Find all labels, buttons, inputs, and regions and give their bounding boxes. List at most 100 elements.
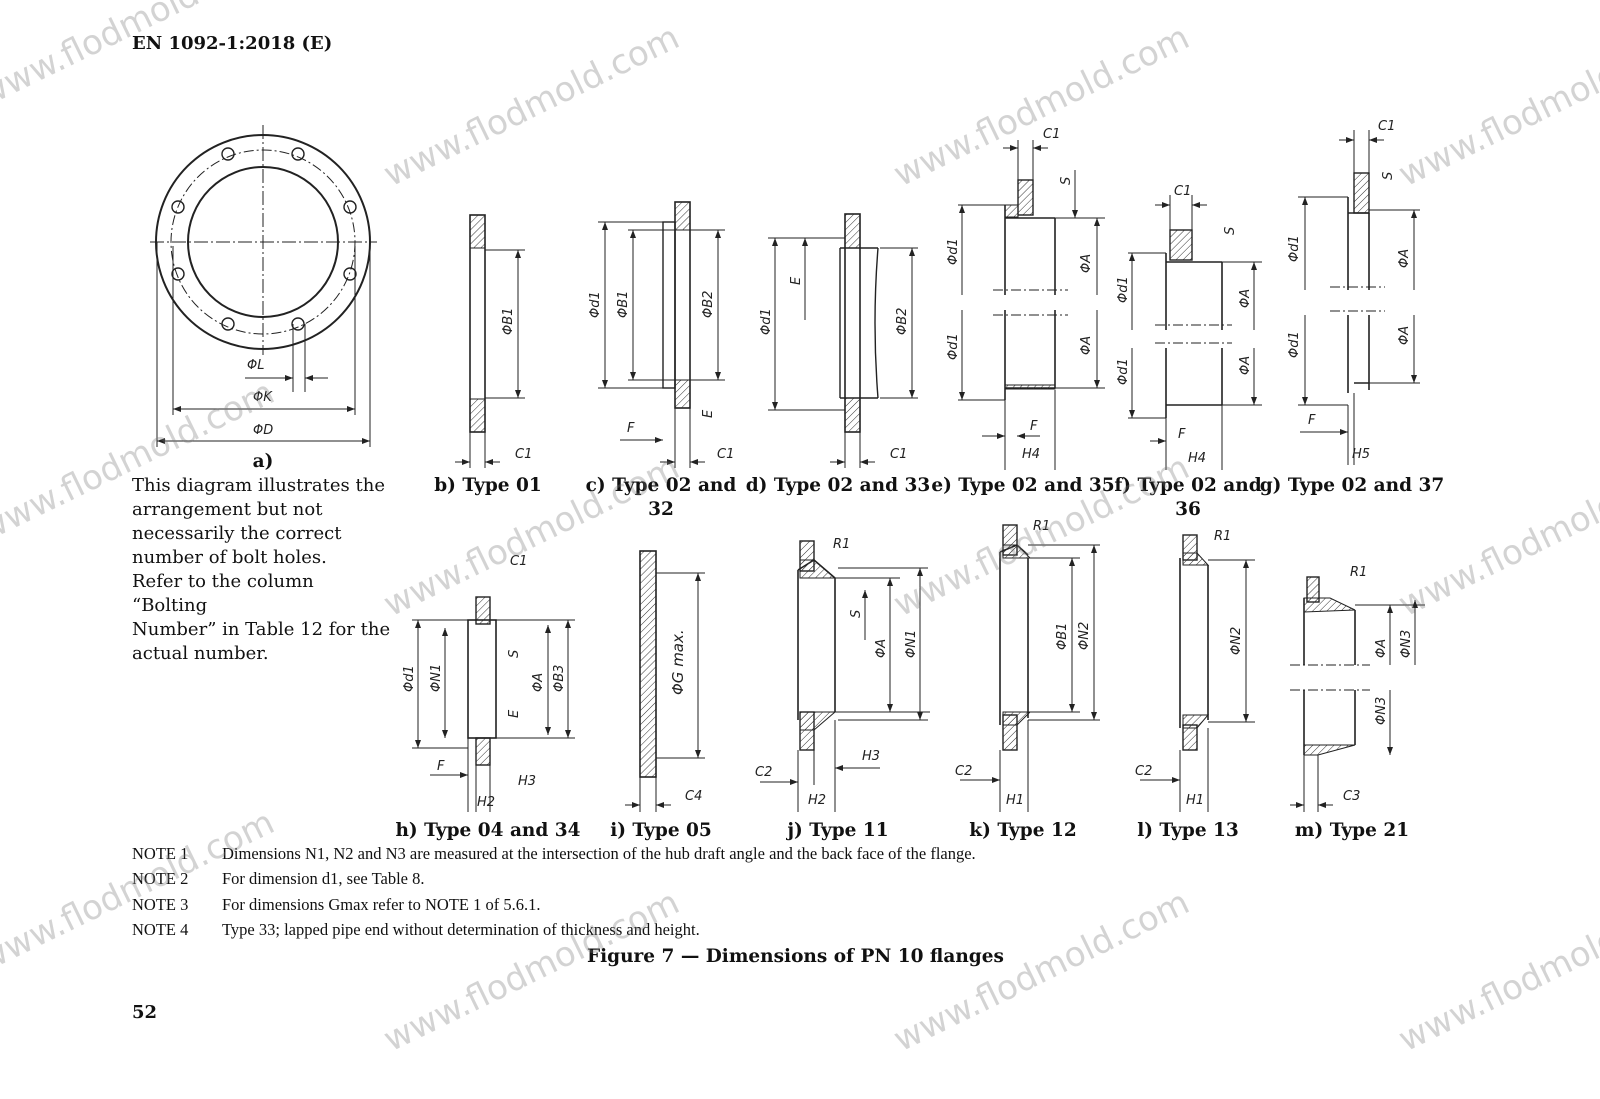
dim-label: ΦD — [253, 423, 273, 438]
dim-label: R1 — [1214, 529, 1231, 544]
caption-h: h) Type 04 and 34 — [395, 820, 581, 841]
note-line: number of bolt holes. — [132, 547, 327, 568]
note-text: For dimensions Gmax refer to NOTE 1 of 5… — [222, 895, 541, 914]
dim-label: ΦA — [1397, 249, 1412, 268]
caption-g: g) Type 02 and 37 — [1259, 475, 1445, 496]
dim-label: ΦA — [1397, 326, 1412, 345]
note-text: Type 33; lapped pipe end without determi… — [222, 920, 700, 939]
flange-section-e — [958, 140, 1105, 470]
dim-label: R1 — [1350, 565, 1367, 580]
dim-label: F — [627, 421, 635, 436]
caption-b: b) Type 01 — [434, 475, 542, 496]
dim-label: ΦN1 — [429, 664, 444, 692]
note-line: This diagram illustrates the — [132, 475, 385, 496]
dim-label: Φd1 — [1287, 331, 1302, 358]
flange-section-k — [960, 524, 1100, 812]
note-line: arrangement but not — [132, 499, 323, 520]
flange-section-m — [1290, 576, 1425, 812]
note-line: Number” in Table 12 for the — [132, 619, 391, 640]
dim-label: S — [849, 610, 864, 618]
dim-label: H1 — [1186, 793, 1204, 808]
note-2: NOTE 2 For dimension d1, see Table 8. — [132, 869, 424, 889]
dim-label: ΦN3 — [1374, 697, 1389, 725]
note-label: NOTE 2 — [132, 869, 189, 888]
dim-label: C4 — [685, 789, 702, 804]
page-number: 52 — [132, 1002, 158, 1023]
dim-label: R1 — [1033, 519, 1050, 534]
dim-label: Φd1 — [946, 333, 961, 360]
dim-label: ΦN3 — [1399, 630, 1414, 658]
dim-label: C1 — [510, 554, 527, 569]
dim-label: C2 — [1135, 764, 1152, 779]
figure-a-note: This diagram illustrates the arrangement… — [132, 474, 392, 666]
dim-label: Φd1 — [1287, 235, 1302, 262]
note-line: Refer to the column “Bolting — [132, 571, 314, 616]
dim-label: C1 — [515, 447, 532, 462]
dim-label: C1 — [1174, 184, 1191, 199]
dim-label: H3 — [862, 749, 880, 764]
dim-label: F — [437, 759, 445, 774]
dim-label: C1 — [890, 447, 907, 462]
dim-label: H4 — [1188, 451, 1206, 466]
caption-line: f) Type 02 and — [1114, 475, 1262, 496]
caption-i: i) Type 05 — [610, 820, 712, 841]
dim-label: C1 — [1378, 119, 1395, 134]
dim-label: ΦA — [531, 673, 546, 692]
flange-section-c — [598, 201, 725, 468]
flange-front-view-a — [150, 125, 377, 447]
caption-line: 32 — [648, 499, 674, 520]
dim-label: ΦA — [1079, 254, 1094, 273]
caption-l: l) Type 13 — [1137, 820, 1239, 841]
dim-label: ΦB2 — [895, 308, 910, 335]
flange-section-j — [760, 540, 930, 812]
dim-label: ΦN1 — [904, 630, 919, 658]
caption-d: d) Type 02 and 33 — [745, 475, 931, 496]
dim-label: ΦL — [247, 358, 264, 373]
dim-label: Φd1 — [1116, 276, 1131, 303]
dim-label: ΦB3 — [552, 665, 567, 692]
dim-label: ΦA — [874, 639, 889, 658]
flange-section-b — [455, 214, 525, 468]
dim-label: ΦN2 — [1229, 627, 1244, 655]
dim-label: ΦB1 — [1055, 623, 1070, 650]
dim-label: H1 — [1006, 793, 1024, 808]
flange-section-d — [768, 213, 918, 468]
figure-title: Figure 7 — Dimensions of PN 10 flanges — [587, 946, 1004, 967]
dim-label: E — [701, 409, 716, 418]
dim-label: F — [1308, 413, 1316, 428]
dim-label: C2 — [955, 764, 972, 779]
note-line: actual number. — [132, 643, 269, 664]
note-text: For dimension d1, see Table 8. — [222, 869, 425, 888]
note-label: NOTE 3 — [132, 895, 189, 914]
dim-label: Φd1 — [402, 665, 417, 692]
caption-line: 36 — [1175, 499, 1201, 520]
dim-label: ΦB2 — [701, 291, 716, 318]
dim-label: ΦB1 — [501, 308, 516, 335]
note-3: NOTE 3 For dimensions Gmax refer to NOTE … — [132, 895, 541, 915]
dim-label: ΦN2 — [1077, 622, 1092, 650]
dim-label: H4 — [1022, 447, 1040, 462]
caption-k: k) Type 12 — [969, 820, 1077, 841]
note-label: NOTE 4 — [132, 920, 189, 939]
caption-e: e) Type 02 and 35 — [931, 475, 1115, 496]
dim-label: F — [1030, 419, 1038, 434]
dim-label: H5 — [1352, 447, 1370, 462]
dim-label: S — [507, 650, 522, 658]
note-label: NOTE 1 — [132, 844, 189, 863]
flange-section-h — [412, 596, 575, 812]
dim-label: R1 — [833, 537, 850, 552]
dim-label: E — [789, 276, 804, 285]
dim-label: Φd1 — [759, 308, 774, 335]
dim-label: ΦA — [1374, 639, 1389, 658]
dim-label: H2 — [477, 795, 495, 810]
dim-label: ΦA — [1238, 356, 1253, 375]
dim-label: ΦB1 — [616, 291, 631, 318]
flange-section-l — [1140, 534, 1255, 812]
dim-label: Φd1 — [946, 238, 961, 265]
dim-label: H3 — [518, 774, 536, 789]
dim-label: C3 — [1343, 789, 1360, 804]
dim-label: ΦG max. — [669, 629, 687, 695]
